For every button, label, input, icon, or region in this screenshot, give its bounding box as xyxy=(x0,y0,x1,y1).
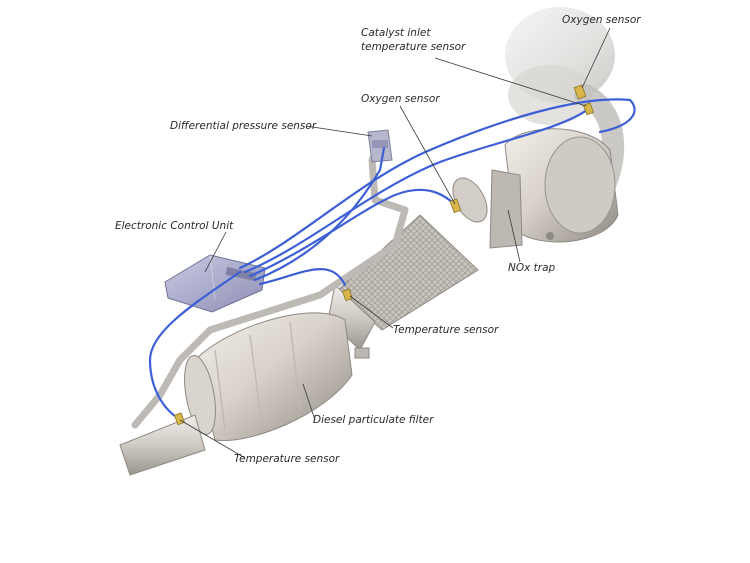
electronic-control-unit-label: Electronic Control Unit xyxy=(115,220,234,232)
catalyst-inlet-label-line2: temperature sensor xyxy=(361,41,466,53)
oxygen-sensor-mid-label: Oxygen sensor xyxy=(361,93,440,105)
nox-trap-label: NOx trap xyxy=(508,262,556,274)
temperature-sensor-mid-label: Temperature sensor xyxy=(393,324,499,336)
temperature-sensor-bottom-tip xyxy=(173,412,185,426)
diesel-particulate-filter-label: Diesel particulate filter xyxy=(313,414,434,426)
sensor-tips xyxy=(173,84,594,426)
flex-pipe xyxy=(337,177,488,331)
leader-lines xyxy=(179,27,611,459)
nox-trap xyxy=(489,128,619,249)
electronic-control-unit xyxy=(164,254,266,313)
oxygen-sensor-mid-tip xyxy=(449,198,462,214)
differential-pressure-sensor-label: Differential pressure sensor xyxy=(170,120,317,132)
tail-pipe xyxy=(119,414,206,476)
oxygen-sensor-top-label: Oxygen sensor xyxy=(562,14,641,26)
diesel-particulate-filter xyxy=(184,312,353,442)
temperature-sensor-mid-tip xyxy=(341,288,353,302)
catalyst-inlet-label-line1: Catalyst inlet xyxy=(361,27,431,39)
differential-pressure-sensor xyxy=(367,129,393,163)
temperature-sensor-bottom-label: Temperature sensor xyxy=(234,453,340,465)
front-pipe xyxy=(327,284,376,359)
oxygen-sensor-top-tip xyxy=(573,84,587,100)
